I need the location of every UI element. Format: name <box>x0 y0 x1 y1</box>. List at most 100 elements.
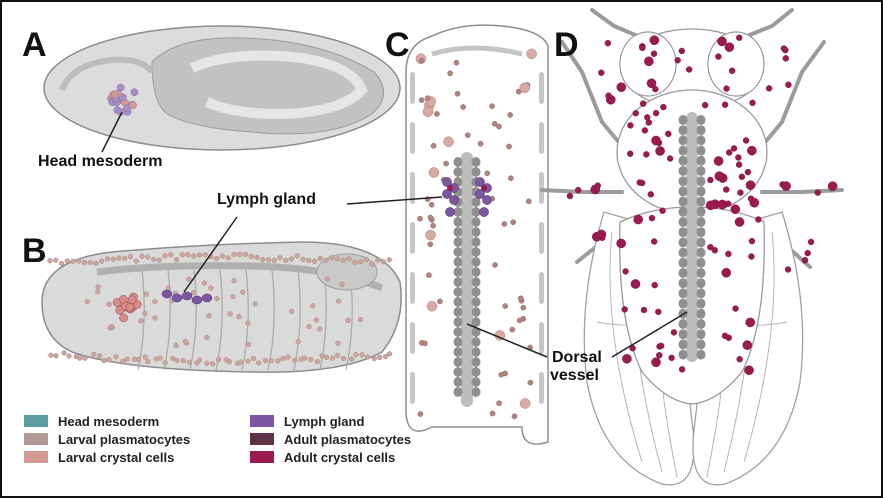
adult-crystal-cell <box>597 230 606 239</box>
larval-plasmatocyte <box>349 357 354 362</box>
pericardial-cell <box>697 135 706 145</box>
legend: Head mesoderm Larval plasmatocytes Larva… <box>24 413 464 473</box>
larval-plasmatocyte <box>197 253 202 258</box>
larval-plasmatocyte <box>427 301 437 311</box>
adult-crystal-cell <box>639 180 645 186</box>
adult-crystal-cell <box>643 151 649 157</box>
larval-plasmatocyte <box>292 358 297 363</box>
adult-crystal-cell <box>732 306 738 312</box>
pericardial-cell <box>454 227 463 237</box>
larval-plasmatocyte <box>253 301 258 306</box>
larval-plasmatocyte <box>95 289 100 294</box>
pericardial-cell <box>679 278 688 288</box>
larval-plasmatocyte <box>278 255 283 260</box>
larval-plasmatocyte <box>280 356 285 361</box>
pericardial-cell <box>679 156 688 166</box>
larval-crystal-cell <box>508 112 513 117</box>
larval-plasmatocyte <box>214 256 219 261</box>
larval-plasmatocyte <box>216 357 221 362</box>
pericardial-cell <box>679 115 688 125</box>
pericardial-cell <box>472 157 481 167</box>
legend-label: Head mesoderm <box>58 414 159 429</box>
pericardial-cell <box>679 207 688 217</box>
larval-plasmatocyte <box>341 356 346 361</box>
adult-crystal-cell <box>649 215 655 221</box>
lymph-gland-crystal <box>447 185 453 191</box>
larval-plasmatocyte <box>128 254 133 259</box>
larval-plasmatocyte <box>163 253 168 258</box>
adult-crystal-cell <box>731 145 737 151</box>
larval-plasmatocyte <box>377 355 382 360</box>
lymph-gland-lobe <box>482 195 491 204</box>
larval-plasmatocyte <box>232 252 237 257</box>
larval-plasmatocyte <box>53 258 58 263</box>
legend-item-head-mesoderm: Head mesoderm <box>24 413 159 429</box>
adult-crystal-cell <box>736 35 742 41</box>
legend-label: Adult crystal cells <box>284 450 395 465</box>
adult-crystal-cell <box>652 86 658 92</box>
adult-crystal-cell <box>671 329 677 335</box>
pericardial-cell <box>454 167 463 177</box>
adult-crystal-cell <box>724 86 730 92</box>
larval-plasmatocyte <box>306 258 311 263</box>
larval-crystal-cell <box>443 161 448 166</box>
head-mesoderm-cell <box>111 91 118 98</box>
legend-label: Lymph gland <box>284 414 364 429</box>
larval-plasmatocyte <box>143 355 148 360</box>
pericardial-cell <box>697 176 706 186</box>
larval-crystal-cell <box>508 176 513 181</box>
larval-plasmatocyte <box>180 252 185 257</box>
larval-plasmatocyte <box>67 354 72 359</box>
larva-segment-mark-left <box>410 122 415 154</box>
adult-crystal-cell <box>575 187 581 193</box>
larval-crystal-cell <box>499 372 504 377</box>
pericardial-cell <box>679 339 688 349</box>
adult-crystal-cell <box>743 137 749 143</box>
adult-crystal-cell <box>660 208 666 214</box>
adult-crystal-cell <box>736 162 742 168</box>
larval-plasmatocyte <box>158 356 163 361</box>
pericardial-cell <box>454 357 463 367</box>
larval-plasmatocyte <box>181 358 186 363</box>
pericardial-cell <box>454 317 463 327</box>
adult-crystal-cell <box>715 172 724 181</box>
adult-crystal-cell <box>783 55 789 61</box>
lymph-gland-lobe <box>445 207 454 216</box>
larva-vessel-tube <box>461 152 473 407</box>
adult-crystal-cell <box>735 217 744 226</box>
larval-plasmatocyte <box>120 359 125 364</box>
panel-letter-a: A <box>22 28 47 62</box>
larval-plasmatocyte <box>71 259 76 264</box>
pericardial-cell <box>679 319 688 329</box>
larval-plasmatocyte <box>354 352 359 357</box>
larval-plasmatocyte <box>295 253 300 258</box>
larval-plasmatocyte <box>256 361 261 366</box>
lymph-gland-lobe <box>449 195 458 204</box>
larval-plasmatocyte <box>228 312 233 317</box>
larval-crystal-cell <box>431 143 436 148</box>
head-mesoderm-cell <box>131 89 138 96</box>
larval-crystal-cell <box>465 133 470 138</box>
pericardial-cell <box>697 248 706 258</box>
larval-plasmatocyte <box>375 258 380 263</box>
larval-plasmatocyte <box>520 83 530 93</box>
pericardial-cell <box>472 217 481 227</box>
adult-crystal-cell <box>722 268 731 277</box>
pericardial-cell <box>454 347 463 357</box>
larval-crystal-cell <box>512 414 517 419</box>
larval-plasmatocyte <box>251 356 256 361</box>
larva-segment-mark-right <box>539 72 544 104</box>
adult-crystal-cell <box>731 205 740 214</box>
adult-crystal-cell <box>639 45 645 51</box>
larval-crystal-cell <box>503 303 508 308</box>
adult-crystal-cell <box>781 181 790 190</box>
adult-crystal-cell <box>712 247 718 253</box>
larval-crystal-cell <box>490 104 495 109</box>
pericardial-cell <box>454 257 463 267</box>
pericardial-cell <box>679 227 688 237</box>
larval-plasmatocyte <box>335 256 340 261</box>
legend-label: Larval plasmatocytes <box>58 432 190 447</box>
pericardial-cell <box>454 157 463 167</box>
larval-plasmatocyte <box>122 256 127 261</box>
